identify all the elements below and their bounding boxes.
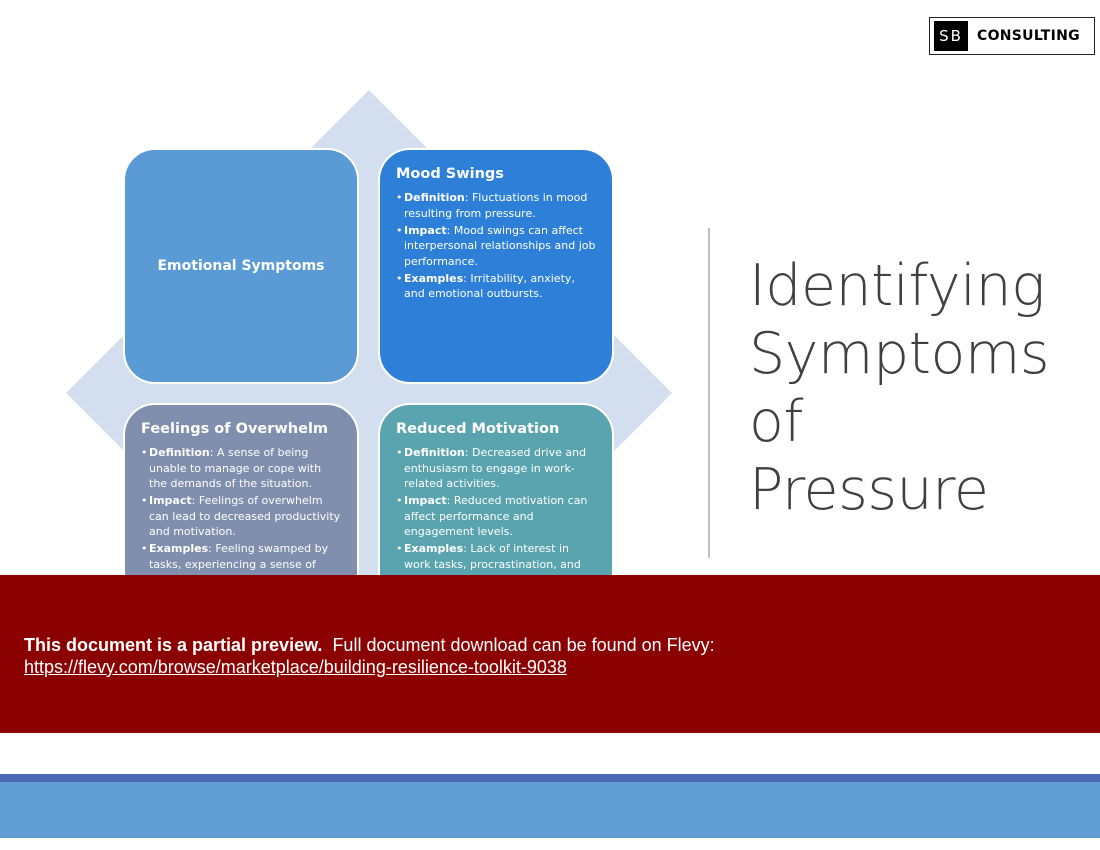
card-bullet-list: Definition: Fluctuations in mood resulti… (396, 190, 596, 302)
card-mood-swings: Mood Swings Definition: Fluctuations in … (378, 148, 614, 384)
list-item: Examples: Lack of interest in work tasks… (396, 541, 596, 572)
preview-banner: This document is a partial preview. Full… (0, 575, 1100, 733)
list-item: Definition: A sense of being unable to m… (141, 445, 341, 492)
card-title: Mood Swings (396, 166, 504, 182)
footer-bar (0, 782, 1100, 838)
logo-text: CONSULTING (977, 28, 1080, 44)
logo: SB CONSULTING (929, 17, 1095, 55)
list-item: Definition: Decreased drive and enthusia… (396, 445, 596, 492)
card-center-title: Emotional Symptoms (157, 258, 325, 274)
card-title: Reduced Motivation (396, 421, 560, 437)
preview-bold-text: This document is a partial preview. (24, 635, 323, 655)
vertical-divider (708, 228, 710, 558)
card-emotional-symptoms: Emotional Symptoms (123, 148, 359, 384)
list-item: Impact: Reduced motivation can affect pe… (396, 493, 596, 540)
preview-message: This document is a partial preview. Full… (24, 634, 715, 678)
footer-accent-bar (0, 774, 1100, 782)
list-item: Examples: Irritability, anxiety, and emo… (396, 271, 596, 302)
card-title: Feelings of Overwhelm (141, 421, 329, 437)
card-bullet-list: Definition: A sense of being unable to m… (141, 445, 341, 572)
flevy-download-link[interactable]: https://flevy.com/browse/marketplace/bui… (24, 657, 567, 677)
list-item: Definition: Fluctuations in mood resulti… (396, 190, 596, 221)
list-item: Examples: Feeling swamped by tasks, expe… (141, 541, 341, 572)
logo-mark: SB (934, 21, 968, 51)
card-bullet-list: Definition: Decreased drive and enthusia… (396, 445, 596, 572)
list-item: Impact: Mood swings can affect interpers… (396, 223, 596, 270)
preview-text: Full document download can be found on F… (332, 635, 715, 655)
list-item: Impact: Feelings of overwhelm can lead t… (141, 493, 341, 540)
slide-title: Identifying Symptoms of Pressure (749, 253, 1050, 523)
